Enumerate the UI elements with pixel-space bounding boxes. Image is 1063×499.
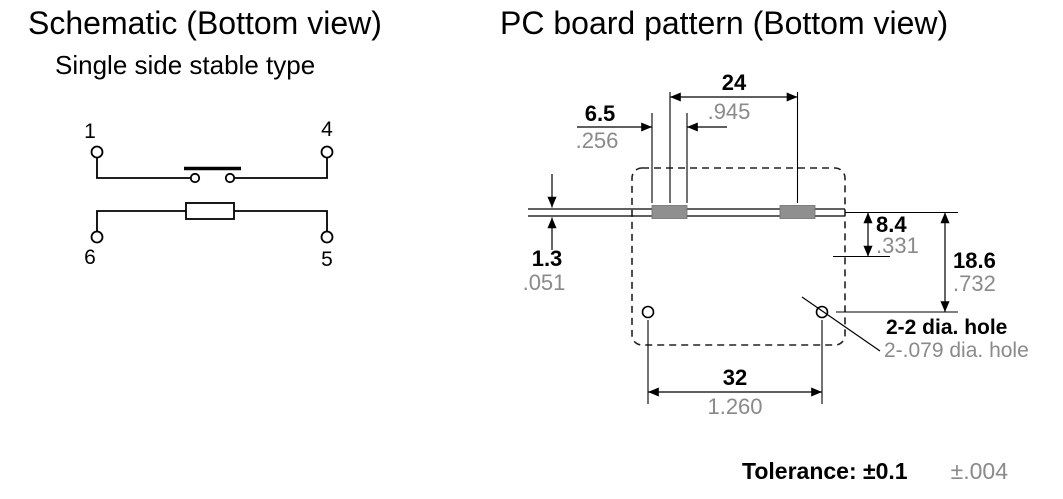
dim-8-4: 8.4 .331 xyxy=(833,211,958,258)
contact-point-right xyxy=(224,172,236,184)
coil-symbol xyxy=(185,202,235,220)
dim-24: 24 .945 xyxy=(669,70,799,203)
dim-32: 32 1.260 xyxy=(647,320,823,419)
dim-18-6-mm: 18.6 xyxy=(953,248,996,273)
wire-contact-pin4 xyxy=(234,157,328,179)
pin-4-label: 4 xyxy=(321,118,333,141)
wire-pin1-contact xyxy=(96,157,190,179)
schematic-title: Schematic (Bottom view) xyxy=(28,5,382,41)
wire-coil-pin5 xyxy=(234,210,328,232)
pin-5-label: 5 xyxy=(321,248,333,271)
wire-pin6-coil xyxy=(96,210,186,232)
relay-outline xyxy=(631,167,846,346)
dim-18-6-inch: .732 xyxy=(953,271,996,296)
solder-pad-right xyxy=(779,205,816,219)
board-title: PC board pattern (Bottom view) xyxy=(500,5,948,41)
pin-1-label: 1 xyxy=(84,120,96,143)
pcb-pattern xyxy=(528,167,846,346)
dim-32-inch: 1.260 xyxy=(707,394,762,419)
pin-5-terminal xyxy=(320,230,334,244)
pin-1-terminal xyxy=(90,145,104,159)
dim-18-6: 18.6 .732 xyxy=(836,212,996,313)
dim-24-mm: 24 xyxy=(722,70,747,95)
hole-note-inch: 2-.079 dia. hole xyxy=(884,339,1029,362)
dim-6-5: 6.5 .256 xyxy=(576,101,727,203)
mount-hole-left xyxy=(641,305,655,319)
schematic-subtitle: Single side stable type xyxy=(55,50,315,80)
contact-point-left xyxy=(189,172,201,184)
dim-1-3: 1.3 .051 xyxy=(523,174,566,295)
hole-note-mm: 2-2 dia. hole xyxy=(886,316,1007,339)
dim-6-5-mm: 6.5 xyxy=(585,101,616,126)
dim-1-3-mm: 1.3 xyxy=(532,246,563,271)
pin-6-label: 6 xyxy=(84,246,96,269)
dim-32-mm: 32 xyxy=(723,365,747,390)
tolerance-metric: Tolerance: ±0.1 xyxy=(742,458,908,484)
relay-schematic: 1 4 6 5 xyxy=(84,118,334,271)
pin-4-terminal xyxy=(320,145,334,159)
solder-pad-left xyxy=(651,205,688,219)
dim-24-inch: .945 xyxy=(708,99,751,124)
pin-6-terminal xyxy=(90,230,104,244)
leader-line xyxy=(801,296,881,352)
dim-6-5-inch: .256 xyxy=(576,128,619,153)
dim-8-4-inch: .331 xyxy=(876,233,919,258)
tolerance-inch: ±.004 xyxy=(951,458,1009,484)
dim-1-3-inch: .051 xyxy=(523,270,566,295)
hole-callout: 2-2 dia. hole 2-.079 dia. hole xyxy=(801,296,1029,362)
dim-8-4-mm: 8.4 xyxy=(876,212,907,237)
